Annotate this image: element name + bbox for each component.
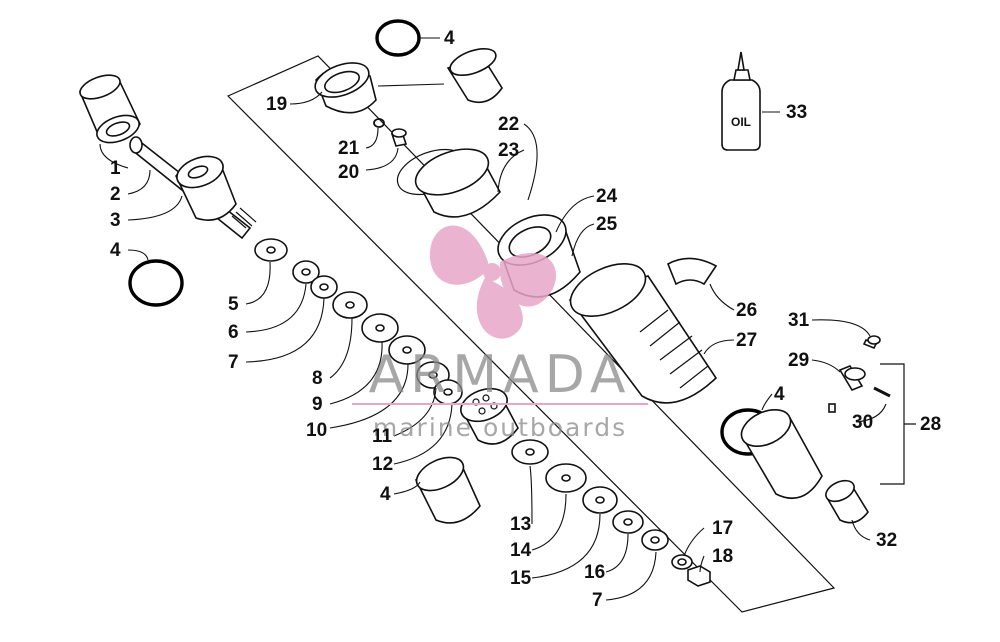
callout-4c: 4 <box>444 28 455 49</box>
watermark-tagline: marine outboards <box>373 413 627 442</box>
callout-26: 26 <box>736 300 757 321</box>
callout-labels: 1 2 3 4 5 6 7 8 9 10 11 12 4 13 14 15 16… <box>110 28 941 611</box>
leader-lines <box>99 37 887 601</box>
callout-9: 9 <box>312 394 323 415</box>
valve-29-31-30 <box>828 335 891 413</box>
callout-22: 22 <box>498 114 519 135</box>
seal-head-19 <box>314 62 377 114</box>
callout-27: 27 <box>736 330 757 351</box>
callout-8: 8 <box>312 368 323 389</box>
callout-30: 30 <box>852 412 873 433</box>
callout-32: 32 <box>876 530 897 551</box>
lower-washer-stack <box>511 439 711 587</box>
callout-12: 12 <box>372 454 393 475</box>
watermark-logo-icon <box>429 225 557 339</box>
callout-1: 1 <box>110 158 121 179</box>
callout-23: 23 <box>498 140 519 161</box>
callout-4b: 4 <box>380 484 391 505</box>
watermark-brand: ARMADA <box>369 345 632 405</box>
callout-4a: 4 <box>110 240 121 261</box>
callout-31: 31 <box>788 310 810 331</box>
callout-11: 11 <box>372 426 393 447</box>
o-ring-4-left <box>128 259 184 307</box>
band-4-top <box>446 48 503 104</box>
o-ring-4-top <box>375 19 421 57</box>
callout-33: 33 <box>786 102 807 123</box>
callout-21: 21 <box>338 138 360 159</box>
bracket-28 <box>880 363 916 485</box>
callout-16: 16 <box>584 562 605 583</box>
callout-7a: 7 <box>228 352 239 373</box>
callout-17: 17 <box>712 518 733 539</box>
bushing-1 <box>78 74 141 144</box>
valve-20 <box>390 128 408 147</box>
reservoir-end-cap <box>740 409 823 499</box>
cylinder-body-27 <box>568 263 718 404</box>
callout-6: 6 <box>228 322 239 343</box>
callout-20: 20 <box>338 162 359 183</box>
oil-bottle-33: OIL <box>721 51 761 151</box>
o-ring-21 <box>373 118 385 128</box>
callout-14: 14 <box>510 540 532 561</box>
explode-frame <box>226 55 836 613</box>
callout-2: 2 <box>110 184 121 205</box>
callout-19: 19 <box>266 94 287 115</box>
callout-5: 5 <box>228 294 239 315</box>
callout-15: 15 <box>510 568 532 589</box>
band-4-lower <box>414 456 481 524</box>
callout-13: 13 <box>510 514 531 535</box>
callout-18: 18 <box>712 546 733 567</box>
bushing-32 <box>824 479 869 524</box>
callout-28: 28 <box>920 414 941 435</box>
callout-29: 29 <box>788 350 809 371</box>
callout-24: 24 <box>596 186 618 207</box>
callout-4d: 4 <box>774 384 785 405</box>
spring-clip-26 <box>666 257 718 286</box>
bladder-23 <box>414 148 501 218</box>
body-cap-3 <box>175 155 237 221</box>
callout-7b: 7 <box>592 590 603 611</box>
callout-25: 25 <box>596 214 618 235</box>
callout-3: 3 <box>110 210 121 231</box>
oil-label: OIL <box>731 115 751 129</box>
callout-10: 10 <box>306 420 327 441</box>
